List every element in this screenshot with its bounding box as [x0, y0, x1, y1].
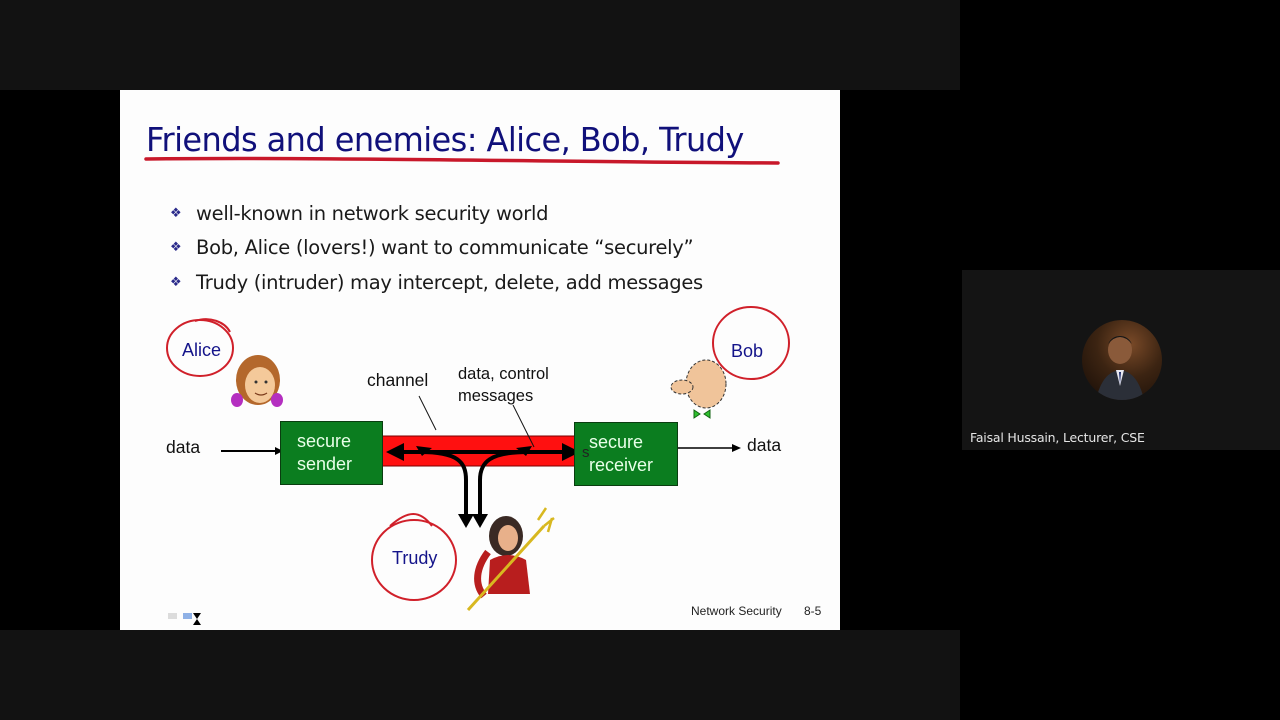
- bullet-list: ❖well-known in network security world ❖B…: [170, 196, 703, 300]
- bob-annotation-circle: [712, 306, 790, 380]
- diamond-bullet-icon: ❖: [170, 240, 182, 256]
- data-in-label: data: [166, 437, 201, 457]
- shared-slide: Friends and enemies: Alice, Bob, Trudy ❖…: [120, 90, 840, 630]
- diamond-bullet-icon: ❖: [170, 205, 182, 221]
- alice-clipart: [231, 355, 283, 407]
- bob-clipart: [670, 359, 727, 419]
- slide-number: 8-5: [804, 604, 822, 618]
- slide-menu-icon[interactable]: [168, 613, 177, 619]
- footer-course-title: Network Security: [691, 604, 782, 618]
- bullet-item: ❖well-known in network security world: [170, 201, 549, 225]
- person-photo-icon: [1096, 336, 1144, 400]
- secure-sender-box: secure sender: [280, 421, 383, 485]
- data-out-label: data: [747, 435, 782, 455]
- trudy-annotation-circle: [371, 519, 457, 601]
- bullet-item: ❖Bob, Alice (lovers!) want to communicat…: [170, 236, 694, 260]
- bottom-letterbox: [0, 630, 960, 720]
- bullet-item: ❖Trudy (intruder) may intercept, delete,…: [170, 270, 703, 294]
- busy-cursor-icon: [193, 613, 201, 625]
- title-underline-annotation: [144, 156, 780, 165]
- bob-label: Bob: [731, 341, 764, 361]
- security-diagram: [166, 306, 790, 612]
- participant-avatar: [1082, 320, 1162, 400]
- slide-view-icon[interactable]: [183, 613, 192, 619]
- stage-right-margin: [840, 90, 960, 630]
- stage-left-margin: [0, 90, 120, 630]
- participant-video-tile[interactable]: Faisal Hussain, Lecturer, CSE: [962, 270, 1280, 450]
- channel-label: channel: [367, 370, 429, 390]
- slide-title: Friends and enemies: Alice, Bob, Trudy: [146, 120, 744, 159]
- trudy-label: Trudy: [392, 548, 438, 568]
- stray-text: s: [582, 444, 590, 461]
- diamond-bullet-icon: ❖: [170, 274, 182, 290]
- slide-nav-controls: [168, 613, 192, 619]
- participant-name: Faisal Hussain, Lecturer, CSE: [970, 430, 1145, 445]
- trudy-clipart: [466, 507, 555, 612]
- data-control-label-line2: messages: [458, 387, 534, 405]
- secure-receiver-box: secure receiver: [574, 422, 678, 486]
- data-control-label-line1: data, control: [458, 365, 549, 383]
- alice-label: Alice: [182, 340, 222, 360]
- top-letterbox: [0, 0, 960, 90]
